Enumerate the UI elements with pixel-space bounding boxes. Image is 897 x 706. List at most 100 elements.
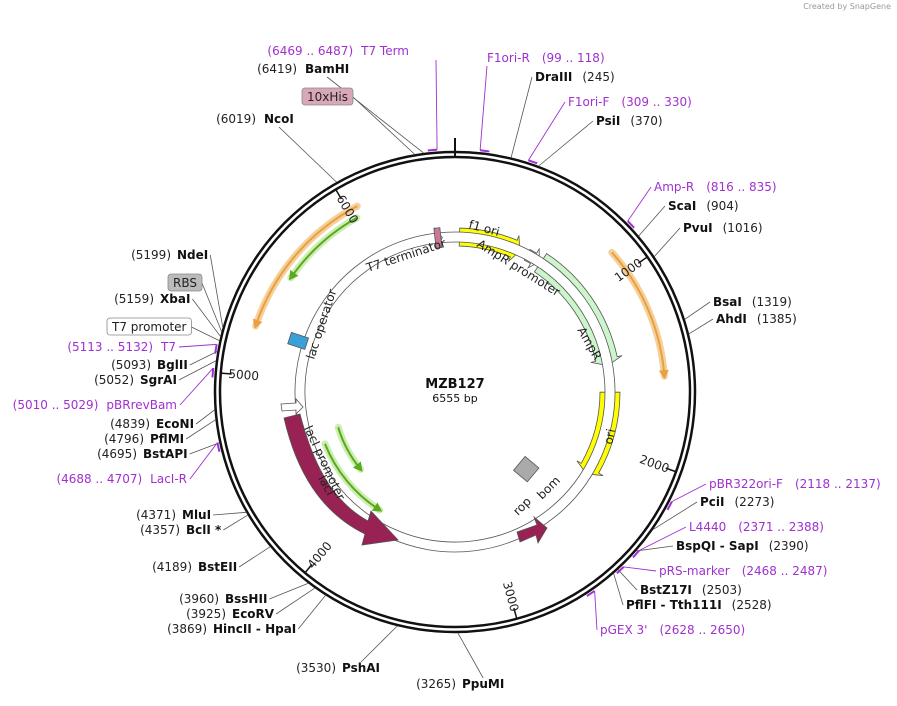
- site-bglii-pos: (5093): [111, 358, 151, 372]
- primer-leader-pbr322ori-f: [671, 483, 707, 503]
- site-scai-name: ScaI: [668, 199, 696, 213]
- site-ppumi-pos: (3265): [416, 677, 456, 691]
- primer-f1ori-f-range: (309 .. 330): [621, 95, 691, 109]
- label-rop: rop: [510, 494, 534, 518]
- feature-laci: [283, 413, 399, 546]
- tick-2000: [665, 467, 677, 473]
- tick-label-3000: 3000: [500, 580, 522, 613]
- site-bcli--name: BclI *: [186, 523, 222, 537]
- label-lac-operator: lac operator: [304, 287, 340, 361]
- site-hincii-hpai-name: HincII - HpaI: [213, 622, 296, 636]
- label-ori: ori: [601, 427, 618, 445]
- site-bsai-name: BsaI: [713, 295, 742, 309]
- leader-ppumi: [457, 632, 484, 679]
- primer-pbrrevbam-name: pBRrevBam: [106, 398, 177, 412]
- leader-ndei: [209, 254, 224, 328]
- leader-draiii: [510, 76, 533, 158]
- primer-leader-t7: [178, 343, 217, 348]
- box-rbs-label: RBS: [173, 276, 197, 290]
- site-mlui-pos: (4371): [136, 508, 176, 522]
- primer-f1ori-f-name: F1ori-F: [568, 95, 609, 109]
- annotation-arcs: [252, 202, 669, 514]
- primer-mark-pgex-3-: [586, 590, 596, 597]
- arc-head-4: [371, 502, 383, 512]
- site-bstz17i-name: BstZ17I: [640, 583, 692, 597]
- tick-5000: [220, 372, 232, 375]
- primer-pgex-3--range: (2628 .. 2650): [659, 623, 745, 637]
- site-econi-pos: (4839): [110, 417, 150, 431]
- leader-pflfi-tth111i: [613, 573, 624, 606]
- primer-laci-r-range: (4688 .. 4707): [56, 472, 142, 486]
- feature-laci-promoter: [280, 397, 304, 415]
- plasmid-name: MZB127: [425, 377, 484, 392]
- primer-f1ori-r-name: F1ori-R: [487, 51, 530, 65]
- site-bamhi-pos: (6419): [257, 62, 297, 76]
- feature-lac-operator: [287, 331, 310, 350]
- arc-glow-3: [334, 423, 365, 473]
- primer-mark-f1ori-f: [528, 159, 538, 165]
- site-pshai-pos: (3530): [296, 661, 336, 675]
- primer-laci-r-name: LacI-R: [150, 472, 187, 486]
- leader-bsai: [684, 301, 711, 320]
- site-pvui-pos: (1016): [723, 221, 763, 235]
- site-draiii-pos: (245): [582, 70, 614, 84]
- primer-leader-f1ori-f: [527, 101, 566, 161]
- plasmid-size: 6555 bp: [432, 392, 477, 405]
- site-xbai-pos: (5159): [114, 292, 154, 306]
- site-sgrai-name: SgrAI: [140, 373, 177, 387]
- site-bcli--pos: (4357): [140, 523, 180, 537]
- tick-label-5000: 5000: [228, 367, 260, 383]
- leader-bsshii: [269, 582, 309, 600]
- backbone-ring: [213, 138, 697, 634]
- primer-t7-term-name: T7 Term: [360, 44, 409, 58]
- leader-econi: [195, 409, 215, 425]
- primer-t7-range: (5113 .. 5132): [67, 340, 153, 354]
- primer-pgex-3--name: pGEX 3': [600, 623, 647, 637]
- leader-bcli-: [223, 514, 249, 531]
- box-10xhis: [301, 87, 354, 106]
- feature-rop: [516, 515, 548, 545]
- feature-t7-terminator: [433, 227, 443, 249]
- site-psii-pos: (370): [630, 114, 662, 128]
- site-ecorv-name: EcoRV: [232, 607, 275, 621]
- label-bom: bom: [534, 473, 563, 502]
- primer-mark-l4440: [632, 549, 640, 559]
- primer-mark-amp-r: [627, 220, 635, 229]
- arc-head-3: [352, 461, 363, 472]
- box-leader-10xhis: [352, 96, 416, 155]
- arc-orange-0: [254, 205, 358, 327]
- primer-mark-prs-marker: [616, 566, 625, 574]
- arc-green-4: [324, 443, 381, 511]
- site-draiii-name: DraIII: [535, 70, 572, 84]
- leader-lines: [178, 59, 714, 679]
- site-bstapi-name: BstAPI: [143, 447, 188, 461]
- snapgene-credit: Created by SnapGene: [803, 2, 891, 11]
- leader-pflmi: [185, 419, 216, 440]
- site-psii-name: PsiI: [596, 114, 620, 128]
- site-mlui-name: MluI: [182, 508, 211, 522]
- tick-4000: [304, 563, 313, 574]
- leader-bglii: [189, 351, 218, 366]
- primer-leader-pbrrevbam: [179, 367, 214, 406]
- feature-bom: [512, 455, 540, 483]
- site-bsteii-name: BstEII: [198, 560, 237, 574]
- leader-bstz17i: [617, 569, 638, 591]
- site-scai-pos: (904): [706, 199, 738, 213]
- primer-mark-f1ori-r: [479, 149, 490, 153]
- site-bamhi-name: BamHI: [305, 62, 349, 76]
- primer-leader-f1ori-r: [479, 65, 488, 151]
- site-hincii-hpai-pos: (3869): [167, 622, 207, 636]
- tick-label-4000: 4000: [304, 539, 334, 571]
- arc-head-1: [289, 270, 299, 281]
- leader-bstapi: [189, 442, 220, 455]
- leader-pshai: [360, 625, 398, 663]
- primer-l4440-range: (2371 .. 2388): [738, 520, 824, 534]
- primer-mark-t7-term: [427, 148, 438, 152]
- feature-arrows: [280, 227, 623, 553]
- site-ndei-name: NdeI: [177, 248, 208, 262]
- tick-label-2000: 2000: [638, 452, 671, 476]
- box-leader-rbs: [201, 282, 223, 332]
- leader-hincii-hpai: [297, 595, 326, 630]
